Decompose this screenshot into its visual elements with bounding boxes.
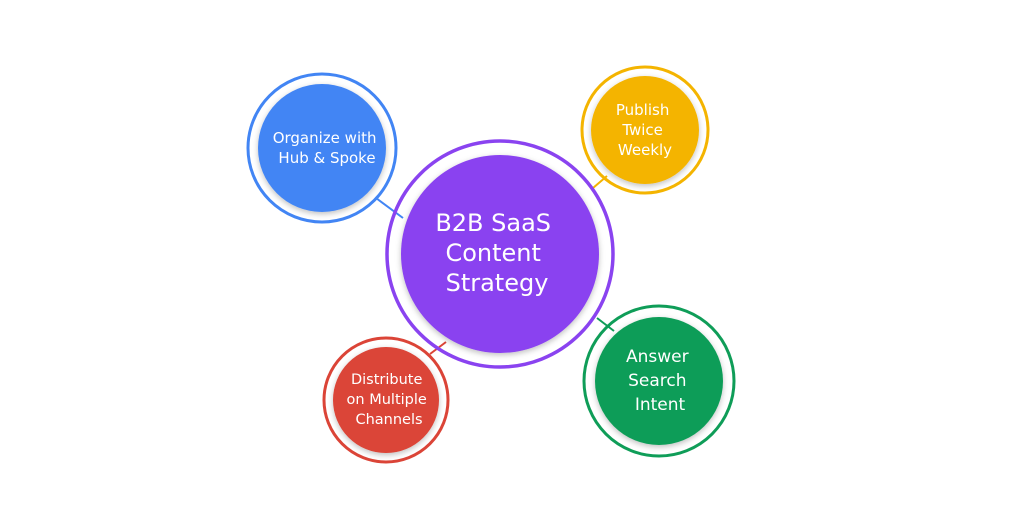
center-title: B2B SaaS Content Strategy <box>435 209 558 297</box>
node-hub-ring <box>246 72 398 224</box>
node-answer-ring <box>582 304 736 458</box>
node-answer-circle <box>595 317 723 445</box>
node-hub: Organize with Hub & Spoke <box>246 72 398 224</box>
node-publish-label: Publish Twice Weekly <box>616 101 674 159</box>
connector-answer <box>596 317 615 332</box>
node-center: B2B SaaS Content Strategy <box>385 139 615 369</box>
node-center-ring <box>385 139 615 369</box>
node-publish: Publish Twice Weekly <box>580 65 710 195</box>
node-distribute-ring <box>322 336 450 464</box>
node-distribute-label: Distribute on Multiple Channels <box>347 372 432 428</box>
node-answer-label: Answer Search Intent <box>626 347 694 415</box>
node-publish-circle <box>591 76 699 184</box>
node-publish-ring <box>580 65 710 195</box>
node-answer: Answer Search Intent <box>582 304 736 458</box>
node-distribute-circle <box>333 347 439 453</box>
node-distribute: Distribute on Multiple Channels <box>322 336 450 464</box>
connector-hub <box>375 197 404 219</box>
node-hub-label: Organize with Hub & Spoke <box>273 129 382 167</box>
node-hub-circle <box>258 84 386 212</box>
node-center-circle <box>401 155 599 353</box>
